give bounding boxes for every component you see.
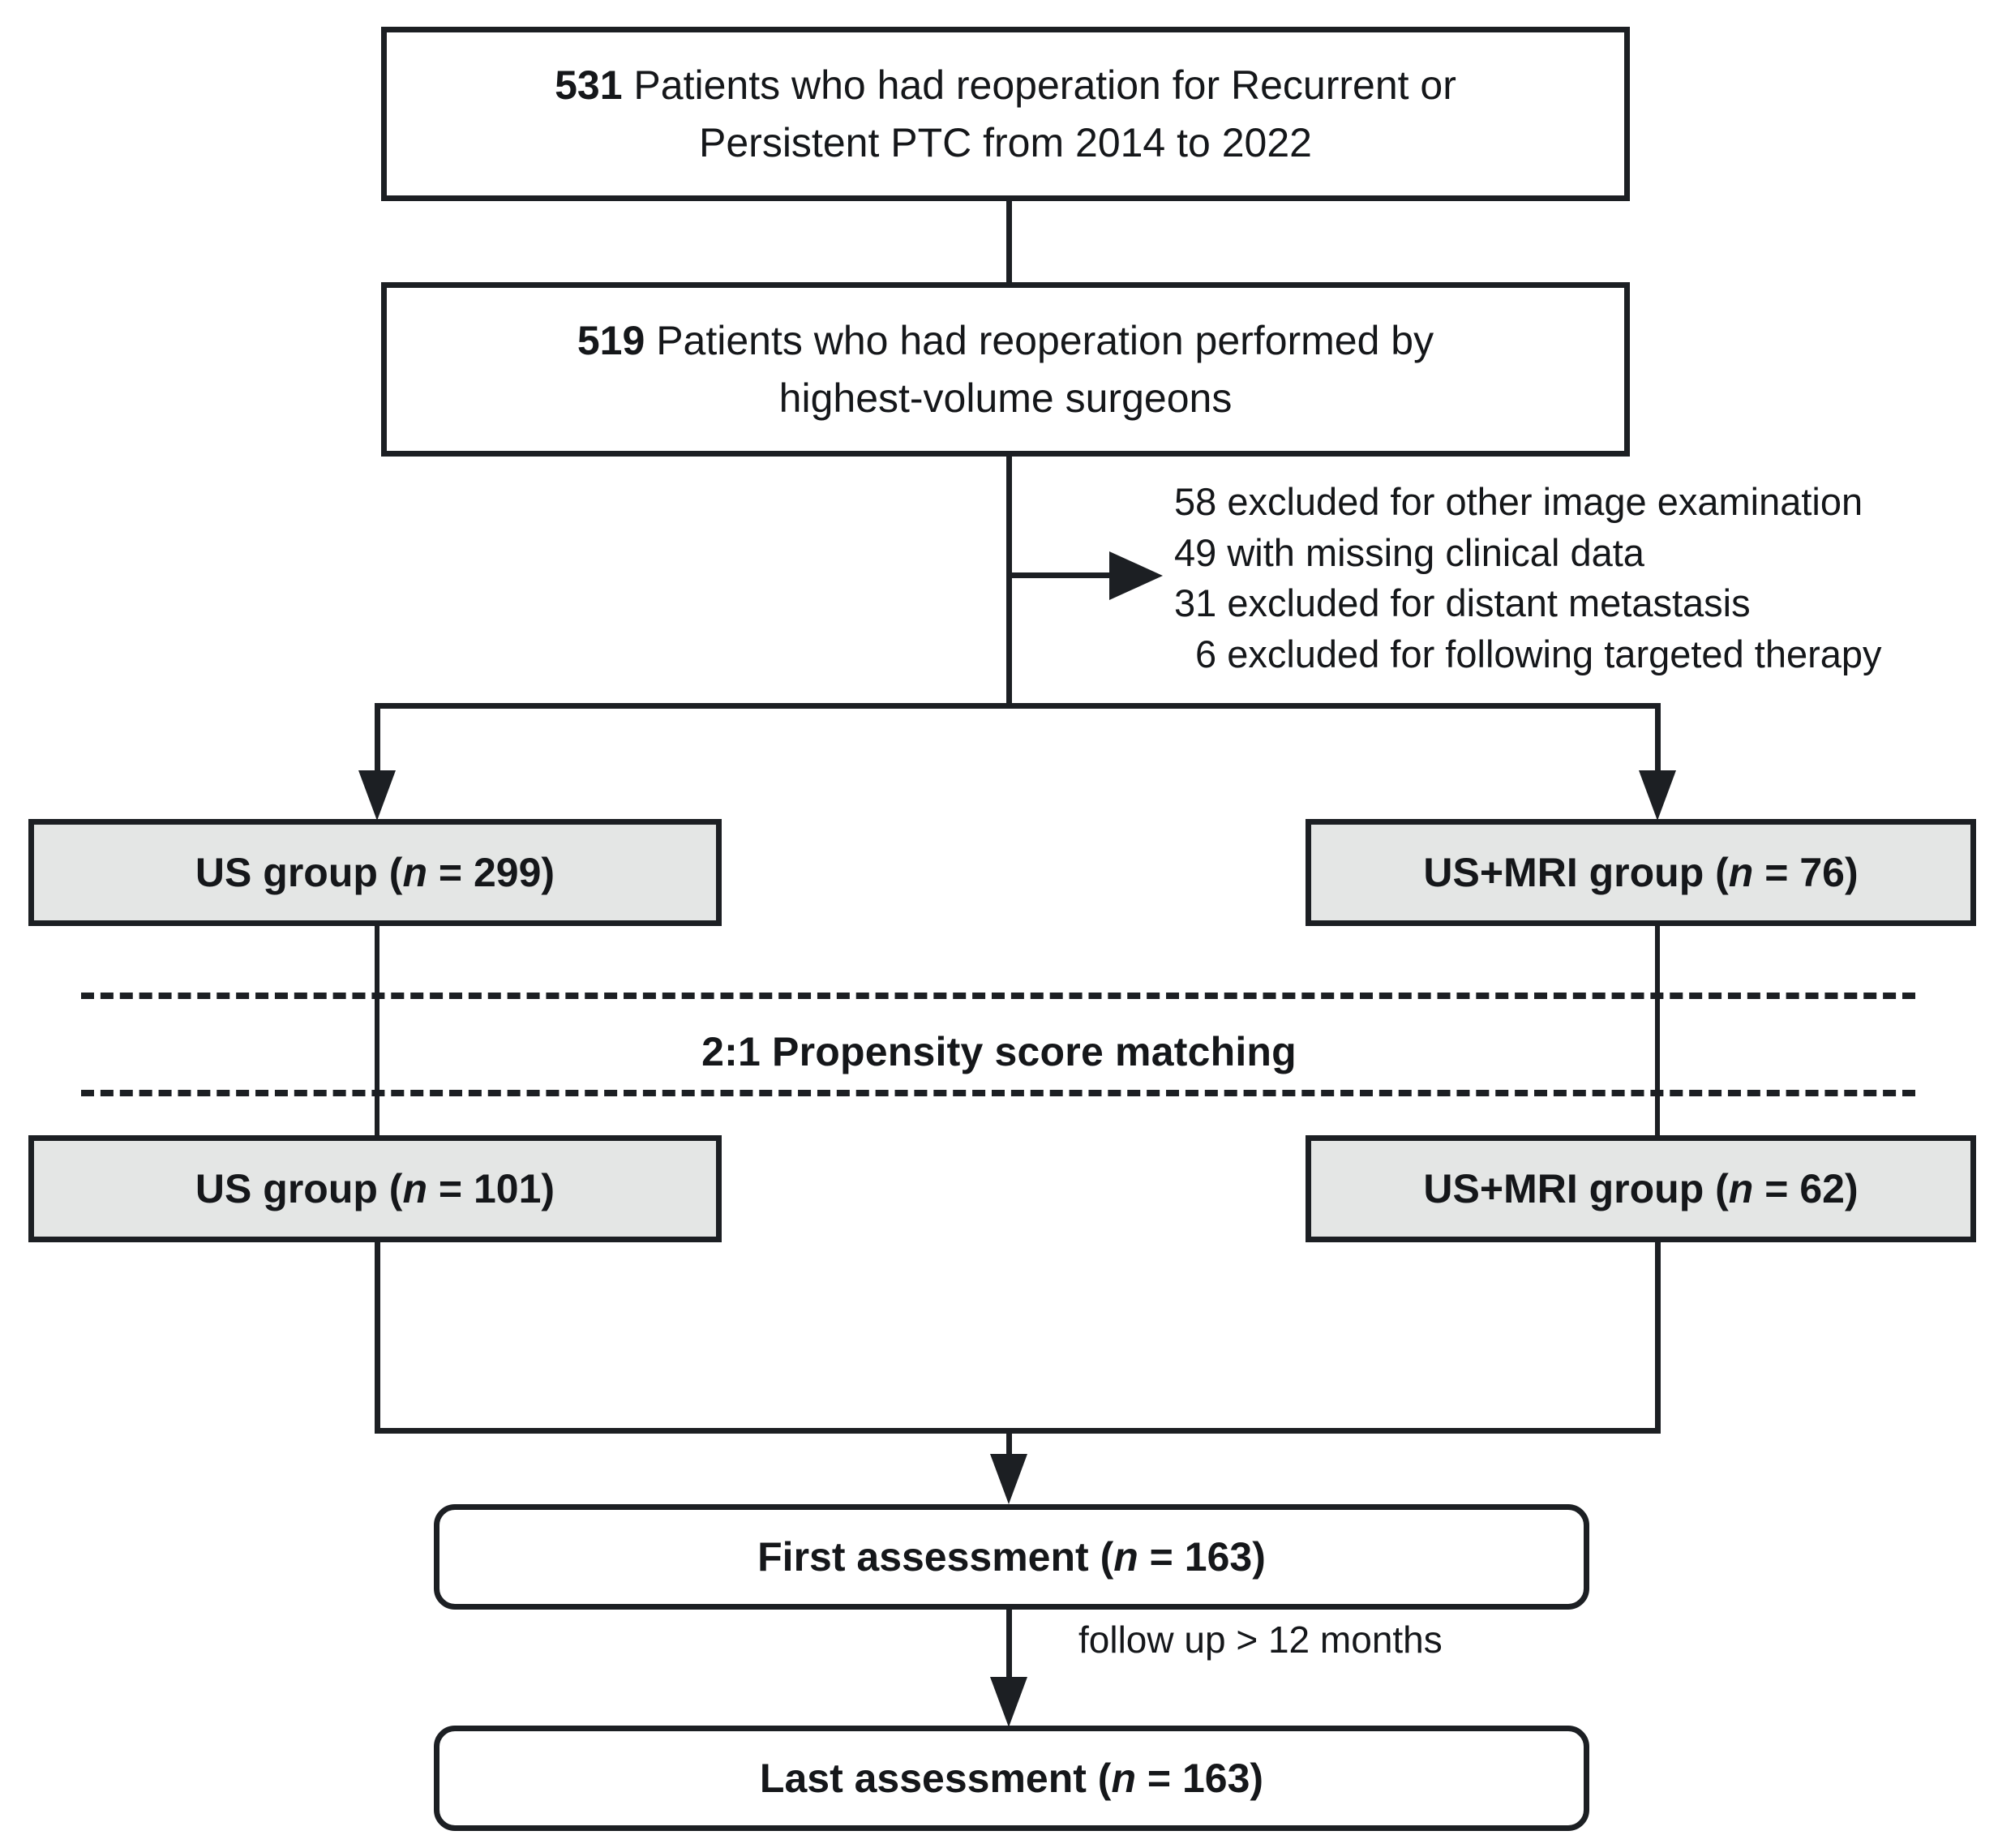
usmri-group-pre-equals: = [1753, 849, 1800, 895]
usmri-group-post-close: ) [1844, 1165, 1859, 1211]
node-us-group-pre: US group (n = 299) [28, 819, 722, 926]
connector-split-bar [375, 703, 1661, 709]
us-group-post-value: 101 [473, 1165, 542, 1211]
cohort-initial-count-line: 531 Patients who had reoperation for Rec… [555, 62, 1456, 108]
node-cohort-surgeons-text: 519 Patients who had reoperation perform… [556, 312, 1455, 427]
exclusion-item-3: 31 excluded for distant metastasis [1174, 581, 1751, 624]
connector-cohort-initial-to-surgeons [1006, 201, 1012, 283]
node-us-group-post: US group (n = 101) [28, 1135, 722, 1242]
us-group-pre-label: US group ( [195, 849, 403, 895]
usmri-group-pre-value: 76 [1799, 849, 1845, 895]
connector-left-to-merge [375, 1242, 380, 1434]
us-group-pre-value: 299 [473, 849, 542, 895]
connector-left-through-psm [375, 926, 379, 1138]
cohort-surgeons-count: 519 [577, 317, 645, 363]
exclusion-arrowhead-icon [1109, 551, 1163, 600]
node-last-assessment: Last assessment (n = 163) [434, 1726, 1589, 1831]
connector-first-to-last-assessment [1006, 1610, 1012, 1705]
last-assessment-close: ) [1250, 1755, 1264, 1801]
connector-merge-bar [375, 1428, 1661, 1434]
cohort-initial-line1: Patients who had reoperation for Recurre… [622, 62, 1456, 108]
us-group-post-label: US group ( [195, 1165, 403, 1211]
split-right-arrowhead-icon [1639, 770, 1676, 821]
connector-surgeons-trunk [1006, 457, 1012, 709]
connector-right-through-psm [1655, 926, 1660, 1138]
exclusion-item-1: 58 excluded for other image examination [1174, 480, 1863, 523]
connector-exclusion-stub [1012, 572, 1113, 578]
last-assessment-label: Last assessment ( [759, 1755, 1112, 1801]
us-group-pre-close: ) [541, 849, 555, 895]
node-cohort-initial: 531 Patients who had reoperation for Rec… [381, 27, 1630, 201]
last-assessment-n-symbol: n [1111, 1755, 1136, 1801]
node-usmri-group-pre-text: US+MRI group (n = 76) [1402, 844, 1879, 902]
node-cohort-surgeons: 519 Patients who had reoperation perform… [381, 282, 1630, 457]
first-assessment-equals: = [1138, 1533, 1185, 1580]
node-usmri-group-pre: US+MRI group (n = 76) [1306, 819, 1976, 926]
cohort-initial-count: 531 [555, 62, 623, 108]
connector-split-right-drop [1655, 703, 1661, 774]
split-left-arrowhead-icon [358, 770, 396, 821]
usmri-group-pre-label: US+MRI group ( [1423, 849, 1729, 895]
us-group-post-equals: = [427, 1165, 474, 1211]
first-assessment-close: ) [1252, 1533, 1266, 1580]
usmri-group-pre-n-symbol: n [1728, 849, 1754, 895]
usmri-group-post-equals: = [1753, 1165, 1800, 1211]
usmri-group-post-n-symbol: n [1728, 1165, 1754, 1211]
cohort-surgeons-count-line: 519 Patients who had reoperation perform… [577, 318, 1434, 363]
node-us-group-post-text: US group (n = 101) [174, 1160, 576, 1218]
usmri-group-post-value: 62 [1799, 1165, 1845, 1211]
node-usmri-group-post-text: US+MRI group (n = 62) [1402, 1160, 1879, 1218]
first-assessment-value: 163 [1184, 1533, 1253, 1580]
last-assessment-equals: = [1136, 1755, 1182, 1801]
connector-split-left-drop [375, 703, 380, 774]
merge-arrowhead-icon [990, 1454, 1027, 1504]
node-last-assessment-text: Last assessment (n = 163) [739, 1750, 1284, 1807]
node-us-group-pre-text: US group (n = 299) [174, 844, 576, 902]
node-cohort-initial-text: 531 Patients who had reoperation for Rec… [534, 57, 1477, 172]
exclusion-item-2: 49 with missing clinical data [1174, 530, 1644, 574]
psm-divider-bottom [81, 1090, 1915, 1096]
cohort-initial-line2: Persistent PTC from 2014 to 2022 [699, 119, 1312, 165]
cohort-surgeons-line2: highest-volume surgeons [778, 375, 1233, 421]
us-group-post-close: ) [541, 1165, 555, 1211]
us-group-pre-n-symbol: n [402, 849, 427, 895]
exclusion-item-4: 6 excluded for following targeted therap… [1195, 632, 1882, 675]
us-group-post-n-symbol: n [402, 1165, 427, 1211]
followup-arrowhead-icon [990, 1677, 1027, 1727]
node-first-assessment: First assessment (n = 163) [434, 1504, 1589, 1610]
exclusion-list: 58 excluded for other image examination … [1174, 477, 1882, 680]
us-group-pre-equals: = [427, 849, 474, 895]
connector-merge-to-first-assessment [1006, 1428, 1012, 1460]
cohort-surgeons-line1: Patients who had reoperation performed b… [645, 317, 1434, 363]
last-assessment-value: 163 [1181, 1755, 1250, 1801]
usmri-group-pre-close: ) [1844, 849, 1859, 895]
psm-divider-top [81, 993, 1915, 999]
node-first-assessment-text: First assessment (n = 163) [736, 1529, 1287, 1586]
psm-label: 2:1 Propensity score matching [701, 1029, 1297, 1074]
first-assessment-n-symbol: n [1113, 1533, 1138, 1580]
connector-right-to-merge [1655, 1242, 1661, 1434]
followup-label: follow up > 12 months [1078, 1619, 1443, 1661]
node-usmri-group-post: US+MRI group (n = 62) [1306, 1135, 1976, 1242]
usmri-group-post-label: US+MRI group ( [1423, 1165, 1729, 1211]
first-assessment-label: First assessment ( [757, 1533, 1114, 1580]
